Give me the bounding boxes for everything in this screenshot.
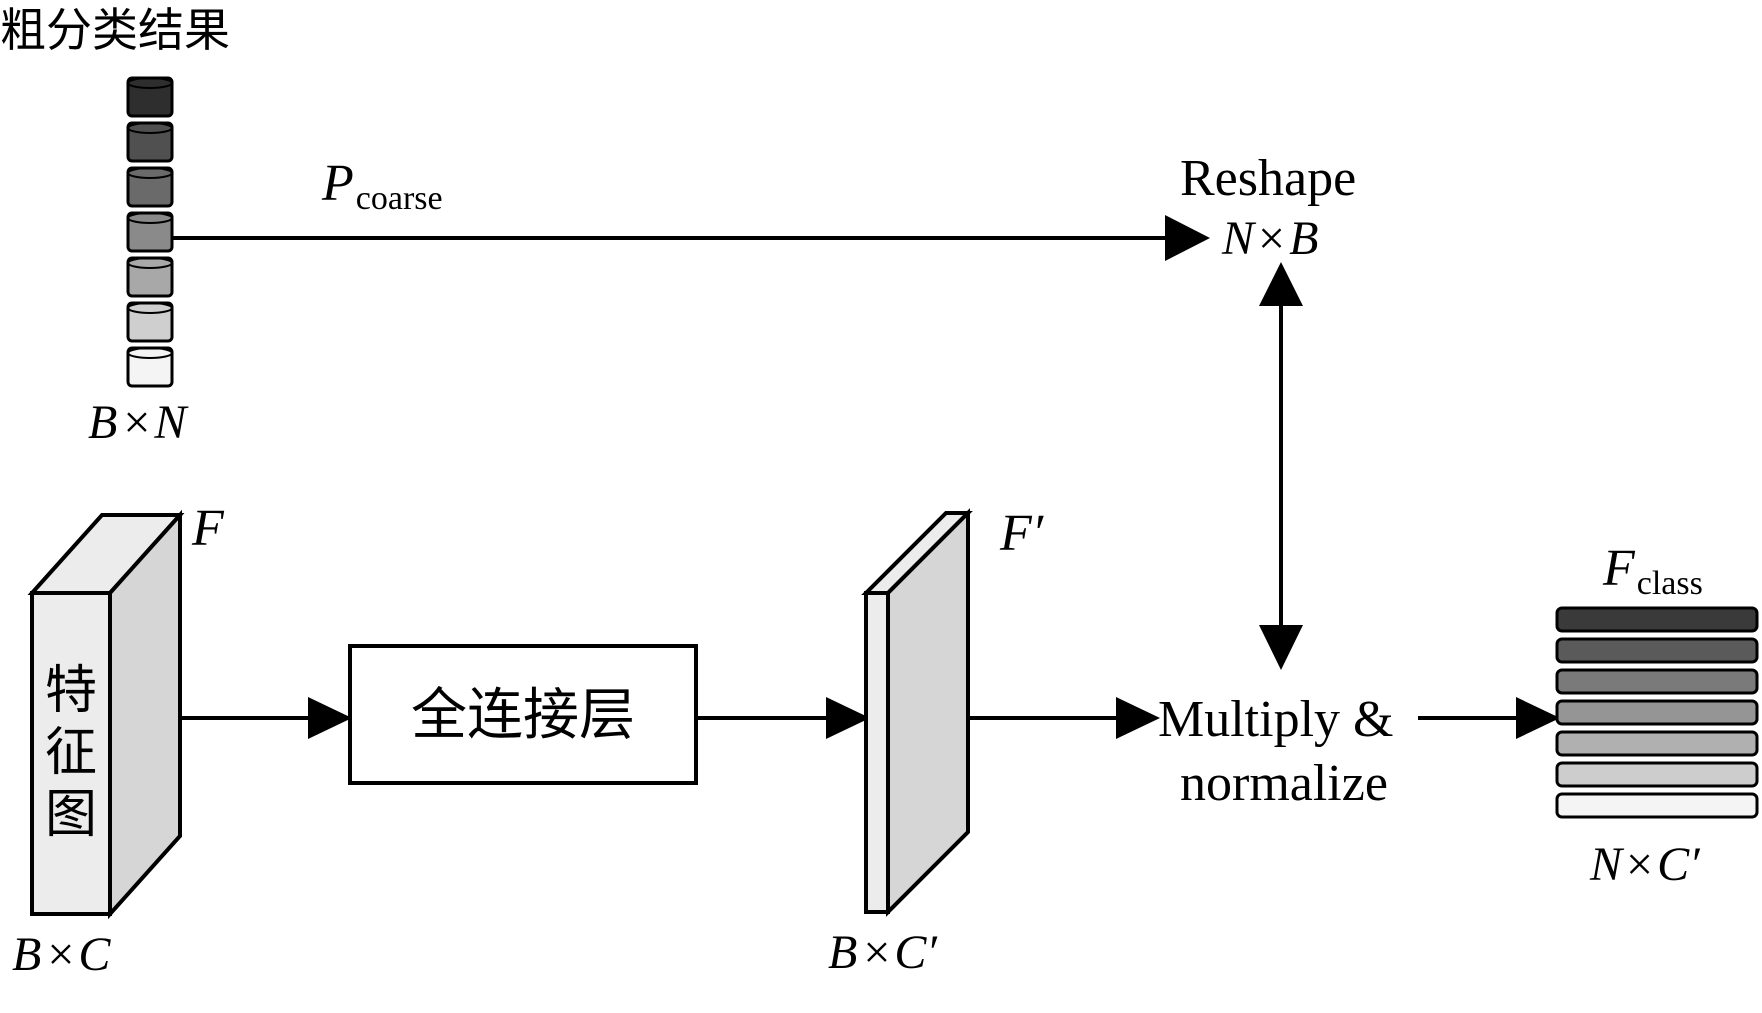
f-class-layer — [1555, 668, 1759, 695]
feature-map-text-1: 特 — [45, 661, 97, 721]
coarse-result-vector — [126, 76, 174, 388]
coarse-cell — [126, 256, 174, 298]
f-class-dims-label: N×C′ — [1589, 838, 1701, 891]
coarse-dims-label: B×N — [88, 396, 189, 449]
diagram-title: 粗分类结果 — [0, 3, 230, 57]
double-arrow-head-down — [1259, 625, 1303, 670]
arrow-feature-to-fc-head — [308, 697, 352, 739]
p-coarse-label: Pcoarse — [321, 155, 443, 217]
multiply-label-line2: normalize — [1180, 755, 1388, 812]
f-class-layer — [1555, 792, 1759, 819]
feature-map-block — [27, 509, 185, 920]
coarse-cell — [126, 211, 174, 253]
feature-prime-block — [861, 508, 973, 917]
f-class-layer — [1555, 606, 1759, 633]
feature-map-text-2: 征 — [45, 723, 97, 783]
feature-map-text-3: 图 — [45, 785, 97, 845]
coarse-cell — [126, 346, 174, 388]
coarse-cell — [126, 121, 174, 163]
f-class-layer — [1555, 761, 1759, 788]
f-class-layer — [1555, 730, 1759, 757]
feature-prime-name-label: F′ — [999, 505, 1045, 562]
feature-map-name-label: F — [191, 500, 225, 557]
feature-prime-dims-label: B×C′ — [828, 926, 938, 979]
coarse-cell — [126, 301, 174, 343]
arrow-fprime-to-multiply-head — [1116, 697, 1160, 739]
double-arrow-head-up — [1259, 262, 1303, 306]
f-class-stack — [1555, 606, 1759, 819]
fc-layer-box — [348, 644, 698, 785]
multiply-label-line1: Multiply & — [1158, 691, 1393, 748]
feature-map-dims-label: B×C — [12, 928, 111, 981]
arrow-multiply-to-fclass-head — [1516, 697, 1560, 739]
reshape-dims-label: N×B — [1221, 212, 1318, 265]
fc-layer-label: 全连接层 — [411, 683, 635, 748]
p-coarse-arrow-head — [1165, 215, 1210, 261]
f-class-name-label: Fclass — [1602, 540, 1703, 602]
coarse-cell — [126, 166, 174, 208]
f-class-layer — [1555, 637, 1759, 664]
f-class-layer — [1555, 699, 1759, 726]
reshape-label: Reshape — [1180, 150, 1356, 207]
coarse-cell — [126, 76, 174, 118]
arrow-fc-to-fprime-head — [826, 697, 870, 739]
